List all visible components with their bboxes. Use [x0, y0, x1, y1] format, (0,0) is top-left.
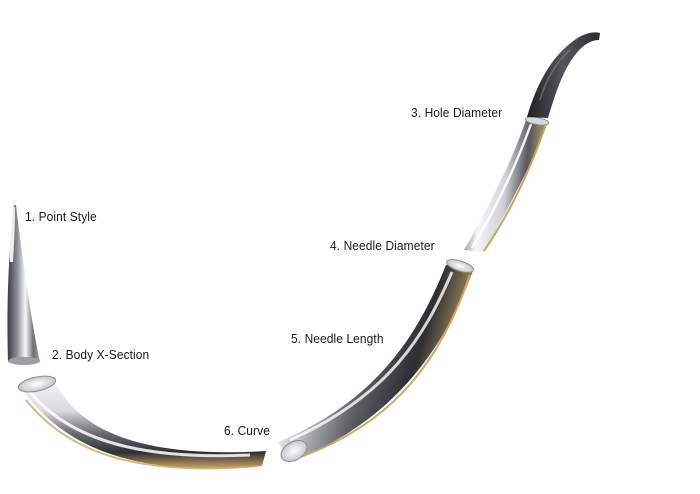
- label-needle-diameter: 4. Needle Diameter: [330, 238, 435, 253]
- needle-barrel-segment: [464, 116, 550, 252]
- needle-curve-segment: [17, 375, 266, 470]
- label-point-style: 1. Point Style: [25, 209, 97, 224]
- label-curve: 6. Curve: [224, 423, 270, 438]
- label-hole-diameter: 3. Hole Diameter: [411, 105, 503, 120]
- label-needle-length: 5. Needle Length: [291, 331, 384, 346]
- needle-length-segment: [278, 259, 474, 462]
- needle-point-segment: [7, 205, 40, 365]
- suture-thread: [527, 32, 600, 118]
- label-body-cross-section: 2. Body X-Section: [52, 347, 150, 362]
